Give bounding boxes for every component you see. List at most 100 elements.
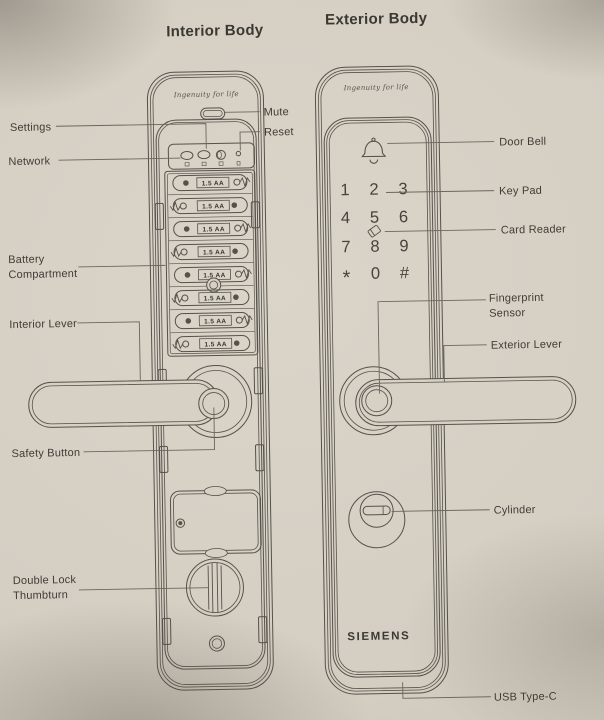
svg-text:1.5 AA: 1.5 AA — [203, 272, 226, 279]
brand-logo: SIEMENS — [347, 630, 410, 643]
leader-settings — [56, 124, 206, 152]
mute-button-inner — [203, 110, 222, 116]
leader-door-bell — [387, 142, 494, 144]
interior-bottom-screw-inner — [212, 639, 222, 649]
label-battery-line1: Battery — [8, 253, 45, 267]
svg-text:1.5 AA: 1.5 AA — [202, 203, 225, 210]
leader-double-lock — [79, 588, 209, 590]
reset-pinhole — [236, 151, 240, 155]
svg-text:1.5 AA: 1.5 AA — [202, 226, 225, 233]
leader-reset — [240, 132, 260, 151]
key-6: 6 — [399, 208, 409, 226]
label-fingerprint-sensor: Fingerprint Sensor — [489, 291, 544, 322]
fingerprint-sensor-ring — [366, 390, 388, 412]
label-interior-lever: Interior Lever — [9, 317, 78, 332]
key-4: 4 — [341, 209, 351, 227]
label-key-pad: Key Pad — [498, 184, 543, 198]
key-7: 7 — [341, 238, 351, 256]
svg-text:1.5 AA: 1.5 AA — [202, 180, 225, 187]
access-panel-screw — [176, 519, 185, 528]
battery-cell: 1.5 AA — [173, 335, 250, 351]
interior-bottom-screw — [209, 636, 224, 651]
settings-button — [198, 151, 210, 159]
key-hash: # — [400, 264, 410, 282]
label-reset: Reset — [263, 126, 294, 139]
key-8: 8 — [370, 238, 380, 256]
speaker-button-inner — [217, 151, 221, 158]
exterior-body-title: Exterior Body — [324, 9, 428, 29]
access-panel-notch-top — [204, 486, 226, 495]
battery-screw-inner — [210, 281, 218, 289]
label-battery-compartment: Battery Compartment — [8, 252, 77, 283]
speaker-icon — [219, 162, 223, 166]
exterior-body-drawing: Ingenuity for life 1 2 3 4 5 6 7 8 9 — [315, 63, 581, 694]
battery-compartment-box-inner — [167, 172, 255, 353]
label-fingerprint-line1: Fingerprint — [488, 291, 544, 305]
exterior-slogan: Ingenuity for life — [343, 83, 409, 92]
network-icon — [185, 162, 189, 166]
cylinder-inner — [360, 494, 394, 528]
access-panel-notch-bottom — [205, 548, 227, 557]
label-mute: Mute — [263, 106, 290, 119]
network-button — [181, 151, 193, 159]
key-9: 9 — [399, 237, 409, 255]
interior-body-title: Interior Body — [166, 21, 264, 41]
battery-cell: 1.5 AA — [171, 243, 248, 259]
battery-cell: 1.5 AA — [170, 197, 247, 213]
keypad: 1 2 3 4 5 6 7 8 9 * 0 # — [340, 180, 410, 289]
cylinder-keyway — [363, 506, 390, 515]
svg-text:1.5 AA: 1.5 AA — [204, 295, 227, 302]
card-reader-icon — [368, 225, 381, 238]
interior-body-drawing: Ingenuity for life — [23, 71, 274, 693]
leader-key-pad — [386, 191, 494, 193]
svg-text:1.5 AA: 1.5 AA — [204, 341, 227, 348]
exterior-lever-handle — [355, 376, 576, 426]
leader-exterior-lever — [444, 345, 488, 383]
access-panel-inner — [173, 493, 258, 551]
control-strip — [168, 143, 254, 169]
label-double-lock-thumbturn: Double Lock Thumbturn — [13, 573, 77, 604]
battery-screw — [207, 278, 221, 292]
settings-icon — [202, 162, 206, 166]
mute-button — [201, 108, 225, 119]
leader-network — [58, 158, 180, 160]
label-cylinder: Cylinder — [493, 503, 536, 517]
battery-slot-separators — [168, 193, 254, 332]
label-card-reader: Card Reader — [500, 223, 567, 237]
label-battery-line2: Compartment — [8, 267, 78, 282]
label-exterior-lever: Exterior Lever — [490, 338, 563, 352]
key-2: 2 — [369, 181, 379, 199]
leader-safety-button — [83, 408, 215, 452]
battery-cell: 1.5 AA — [173, 174, 250, 190]
battery-cell: 1.5 AA — [172, 289, 249, 305]
battery-compartment-box — [165, 170, 258, 357]
battery-cell: 1.5 AA — [174, 220, 251, 236]
cylinder-outer — [348, 491, 405, 548]
label-usb-type-c: USB Type-C — [493, 690, 557, 704]
leader-cylinder — [392, 510, 490, 512]
svg-text:1.5 AA: 1.5 AA — [204, 318, 227, 325]
battery-cell: 1.5 AA — [175, 312, 252, 328]
key-1: 1 — [340, 181, 350, 199]
thumbturn-grip — [208, 563, 222, 612]
key-3: 3 — [398, 180, 408, 198]
label-settings: Settings — [9, 121, 52, 135]
label-double-lock-line1: Double Lock — [12, 573, 77, 588]
interior-lever-handle — [28, 379, 219, 427]
key-0: 0 — [371, 265, 381, 283]
label-network: Network — [8, 155, 51, 169]
access-panel-screw-dot — [179, 522, 182, 525]
leader-mute — [225, 112, 260, 113]
leader-lines — [56, 108, 504, 705]
key-star: * — [342, 267, 350, 289]
label-safety-button: Safety Button — [11, 446, 81, 461]
exterior-lever-handle-inner — [359, 380, 573, 423]
label-fingerprint-line2: Sensor — [489, 307, 526, 320]
svg-text:1.5 AA: 1.5 AA — [203, 249, 226, 256]
reset-icon — [237, 162, 240, 166]
key-5: 5 — [370, 209, 380, 227]
leader-battery — [78, 265, 165, 267]
